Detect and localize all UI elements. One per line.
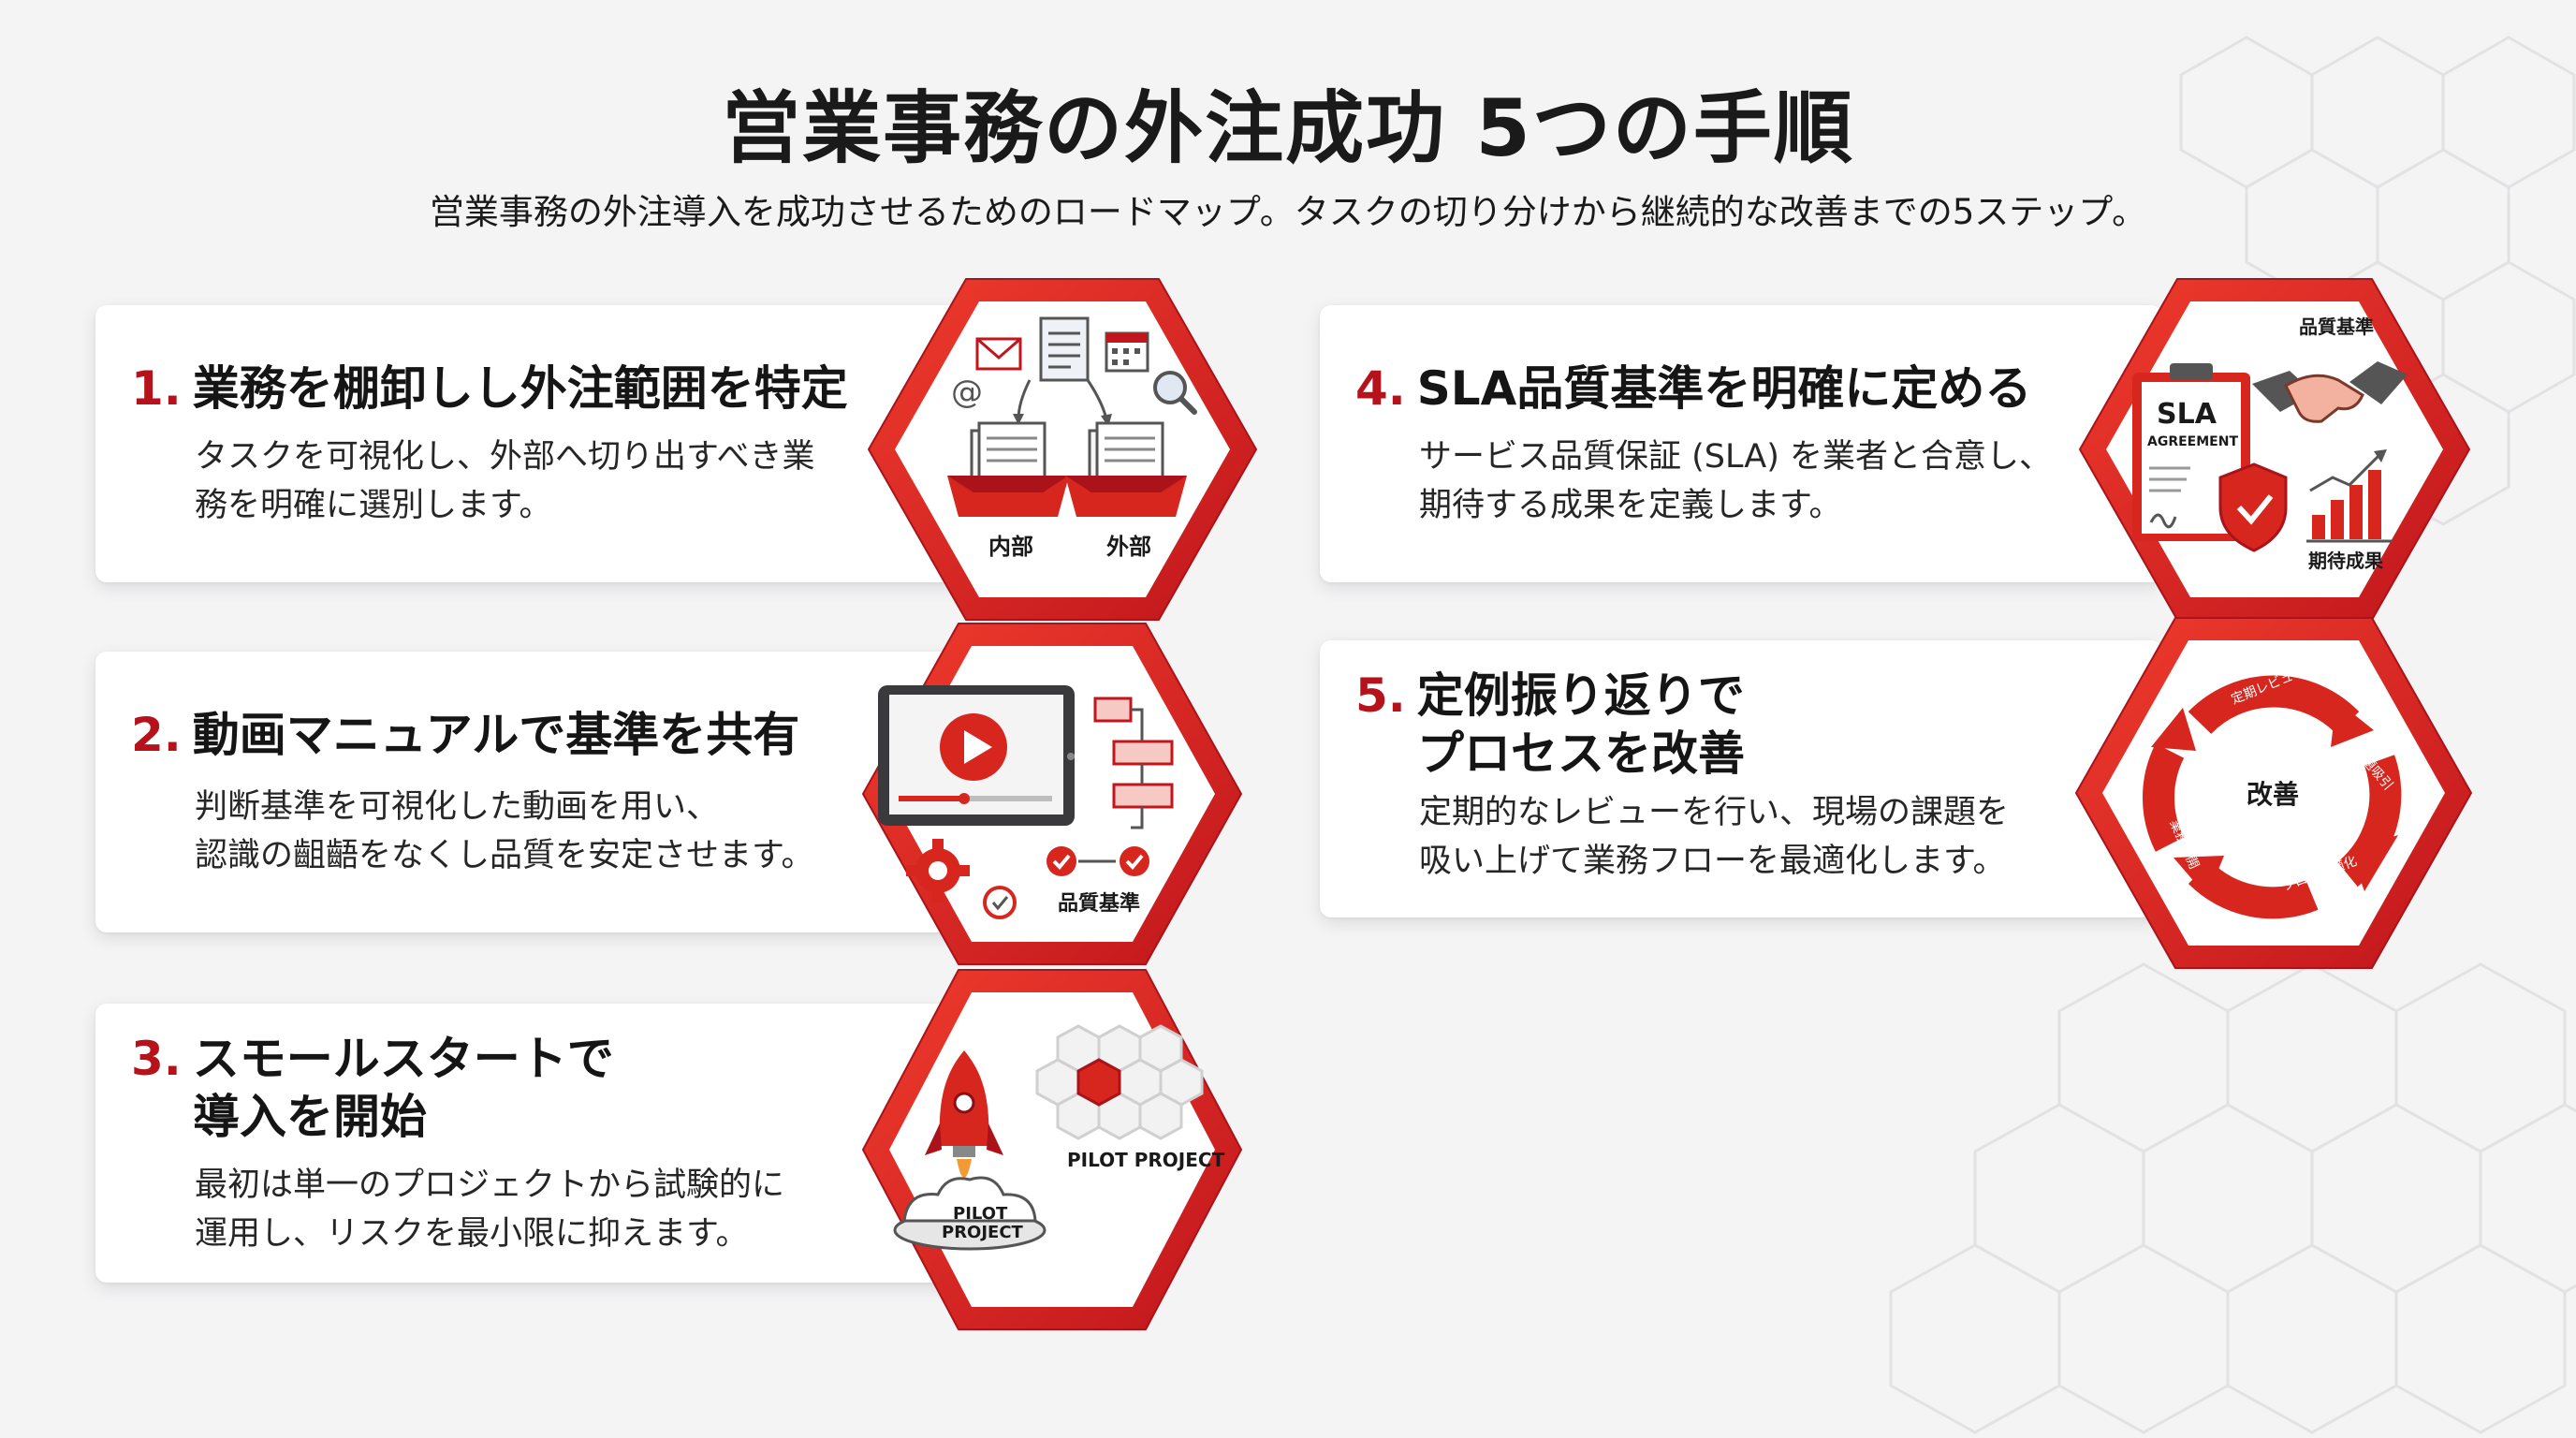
rocket-icon [925, 1050, 1003, 1178]
step-2-number: 2. [131, 708, 182, 762]
step-2-hex-illustration: 品質基準 [833, 616, 1264, 972]
step-4-number: 4. [1355, 361, 1406, 416]
internal-tray-icon [947, 421, 1069, 517]
step-2-title: 2.動画マニュアルで基準を共有 [131, 708, 800, 762]
step-4-title: 4.SLA品質基準を明確に定める [1355, 361, 2032, 416]
flowchart-icon [1093, 697, 1174, 809]
quality-standard-label: 品質基準 [1058, 891, 1140, 916]
quality-standard-label: 品質基準 [2299, 315, 2374, 338]
step-2-description: 判断基準を可視化した動画を用い、 認識の齟齬をなくし品質を安定させます。 [195, 788, 814, 874]
gear-icon [906, 839, 970, 902]
step-5-hex-illustration: 改善 定期レビュー 課題吸引 フロー最適化 業務再開 [2050, 610, 2490, 976]
page-title: 営業事務の外注成功 5つの手順 [722, 82, 1854, 174]
pilot-hex-icon [1076, 1058, 1121, 1107]
expected-result-label: 期待成果 [2308, 550, 2383, 572]
cloud-base-icon [893, 1176, 1046, 1251]
handshake-icon [2252, 361, 2408, 423]
mail-icon [975, 337, 1022, 371]
step-1-hex-illustration: @ 内部 外部 [861, 271, 1264, 627]
step-3-card: 3.スモールスタートで 導入を開始 最初は単一のプロジェクトから試験的に 運用し… [95, 1004, 966, 1283]
sla-label: SLA [2157, 398, 2217, 431]
step-5-title: 5.定例振り返りで プロセスを改善 [1355, 668, 1745, 781]
pilot-project-label: PILOT PROJECT [1067, 1149, 1225, 1171]
step-3-description: 最初は単一のプロジェクトから試験的に 運用し、リスクを最小限に抑えます。 [195, 1167, 785, 1253]
step-3-number: 3. [131, 1032, 182, 1086]
document-icon [1039, 316, 1090, 382]
pilot-base-label-1: PILOT [953, 1204, 1008, 1224]
external-tray-icon [1065, 421, 1187, 517]
improvement-center-label: 改善 [2247, 779, 2299, 810]
step-2-card: 2.動画マニュアルで基準を共有 判断基準を可視化した動画を用い、 認識の齟齬をな… [95, 652, 966, 932]
step-4-card: 4.SLA品質基準を明確に定める サービス品質保証 (SLA) を業者と合意し、… [1320, 305, 2162, 582]
step-1-number: 1. [131, 361, 182, 416]
magnifier-icon [1153, 371, 1197, 415]
pilot-base-label-2: PROJECT [942, 1223, 1024, 1242]
external-label: 外部 [1106, 534, 1151, 560]
small-gear-icon [983, 886, 1017, 919]
bar-chart-icon [2306, 449, 2393, 543]
step-3-hex-illustration: PILOT PROJECT PILOT PROJECT [833, 962, 1264, 1337]
checkmark-icon [1046, 846, 1149, 876]
internal-label: 内部 [988, 534, 1033, 560]
page-subtitle: 営業事務の外注導入を成功させるためのロードマップ。タスクの切り分けから継続的な改… [429, 192, 2147, 232]
step-5-number: 5. [1355, 668, 1406, 723]
shield-check-icon [2218, 462, 2288, 552]
step-1-card: 1.業務を棚卸しし外注範囲を特定 タスクを可視化し、外部へ切り出すべき業 務を明… [95, 305, 966, 582]
svg-text:@: @ [951, 374, 983, 411]
agreement-label: AGREEMENT [2147, 434, 2238, 449]
step-5-card: 5.定例振り返りで プロセスを改善 定期的なレビューを行い、現場の課題を 吸い上… [1320, 640, 2162, 917]
step-5-description: 定期的なレビューを行い、現場の課題を 吸い上げて業務フローを最適化します。 [1419, 794, 2010, 880]
hex-network-icon [1035, 1024, 1204, 1140]
at-sign-icon: @ [951, 374, 983, 411]
step-1-description: タスクを可視化し、外部へ切り出すべき業 務を明確に選別します。 [195, 438, 815, 524]
step-1-title: 1.業務を棚卸しし外注範囲を特定 [131, 361, 848, 416]
calendar-icon [1105, 331, 1149, 373]
tablet-video-icon [878, 685, 1075, 826]
step-4-description: サービス品質保証 (SLA) を業者と合意し、 期待する成果を定義します。 [1419, 438, 2053, 524]
step-3-title: 3.スモールスタートで 導入を開始 [131, 1032, 614, 1144]
step-4-hex-illustration: SLA AGREEMENT 品質基準 期待成果 [2069, 271, 2481, 627]
